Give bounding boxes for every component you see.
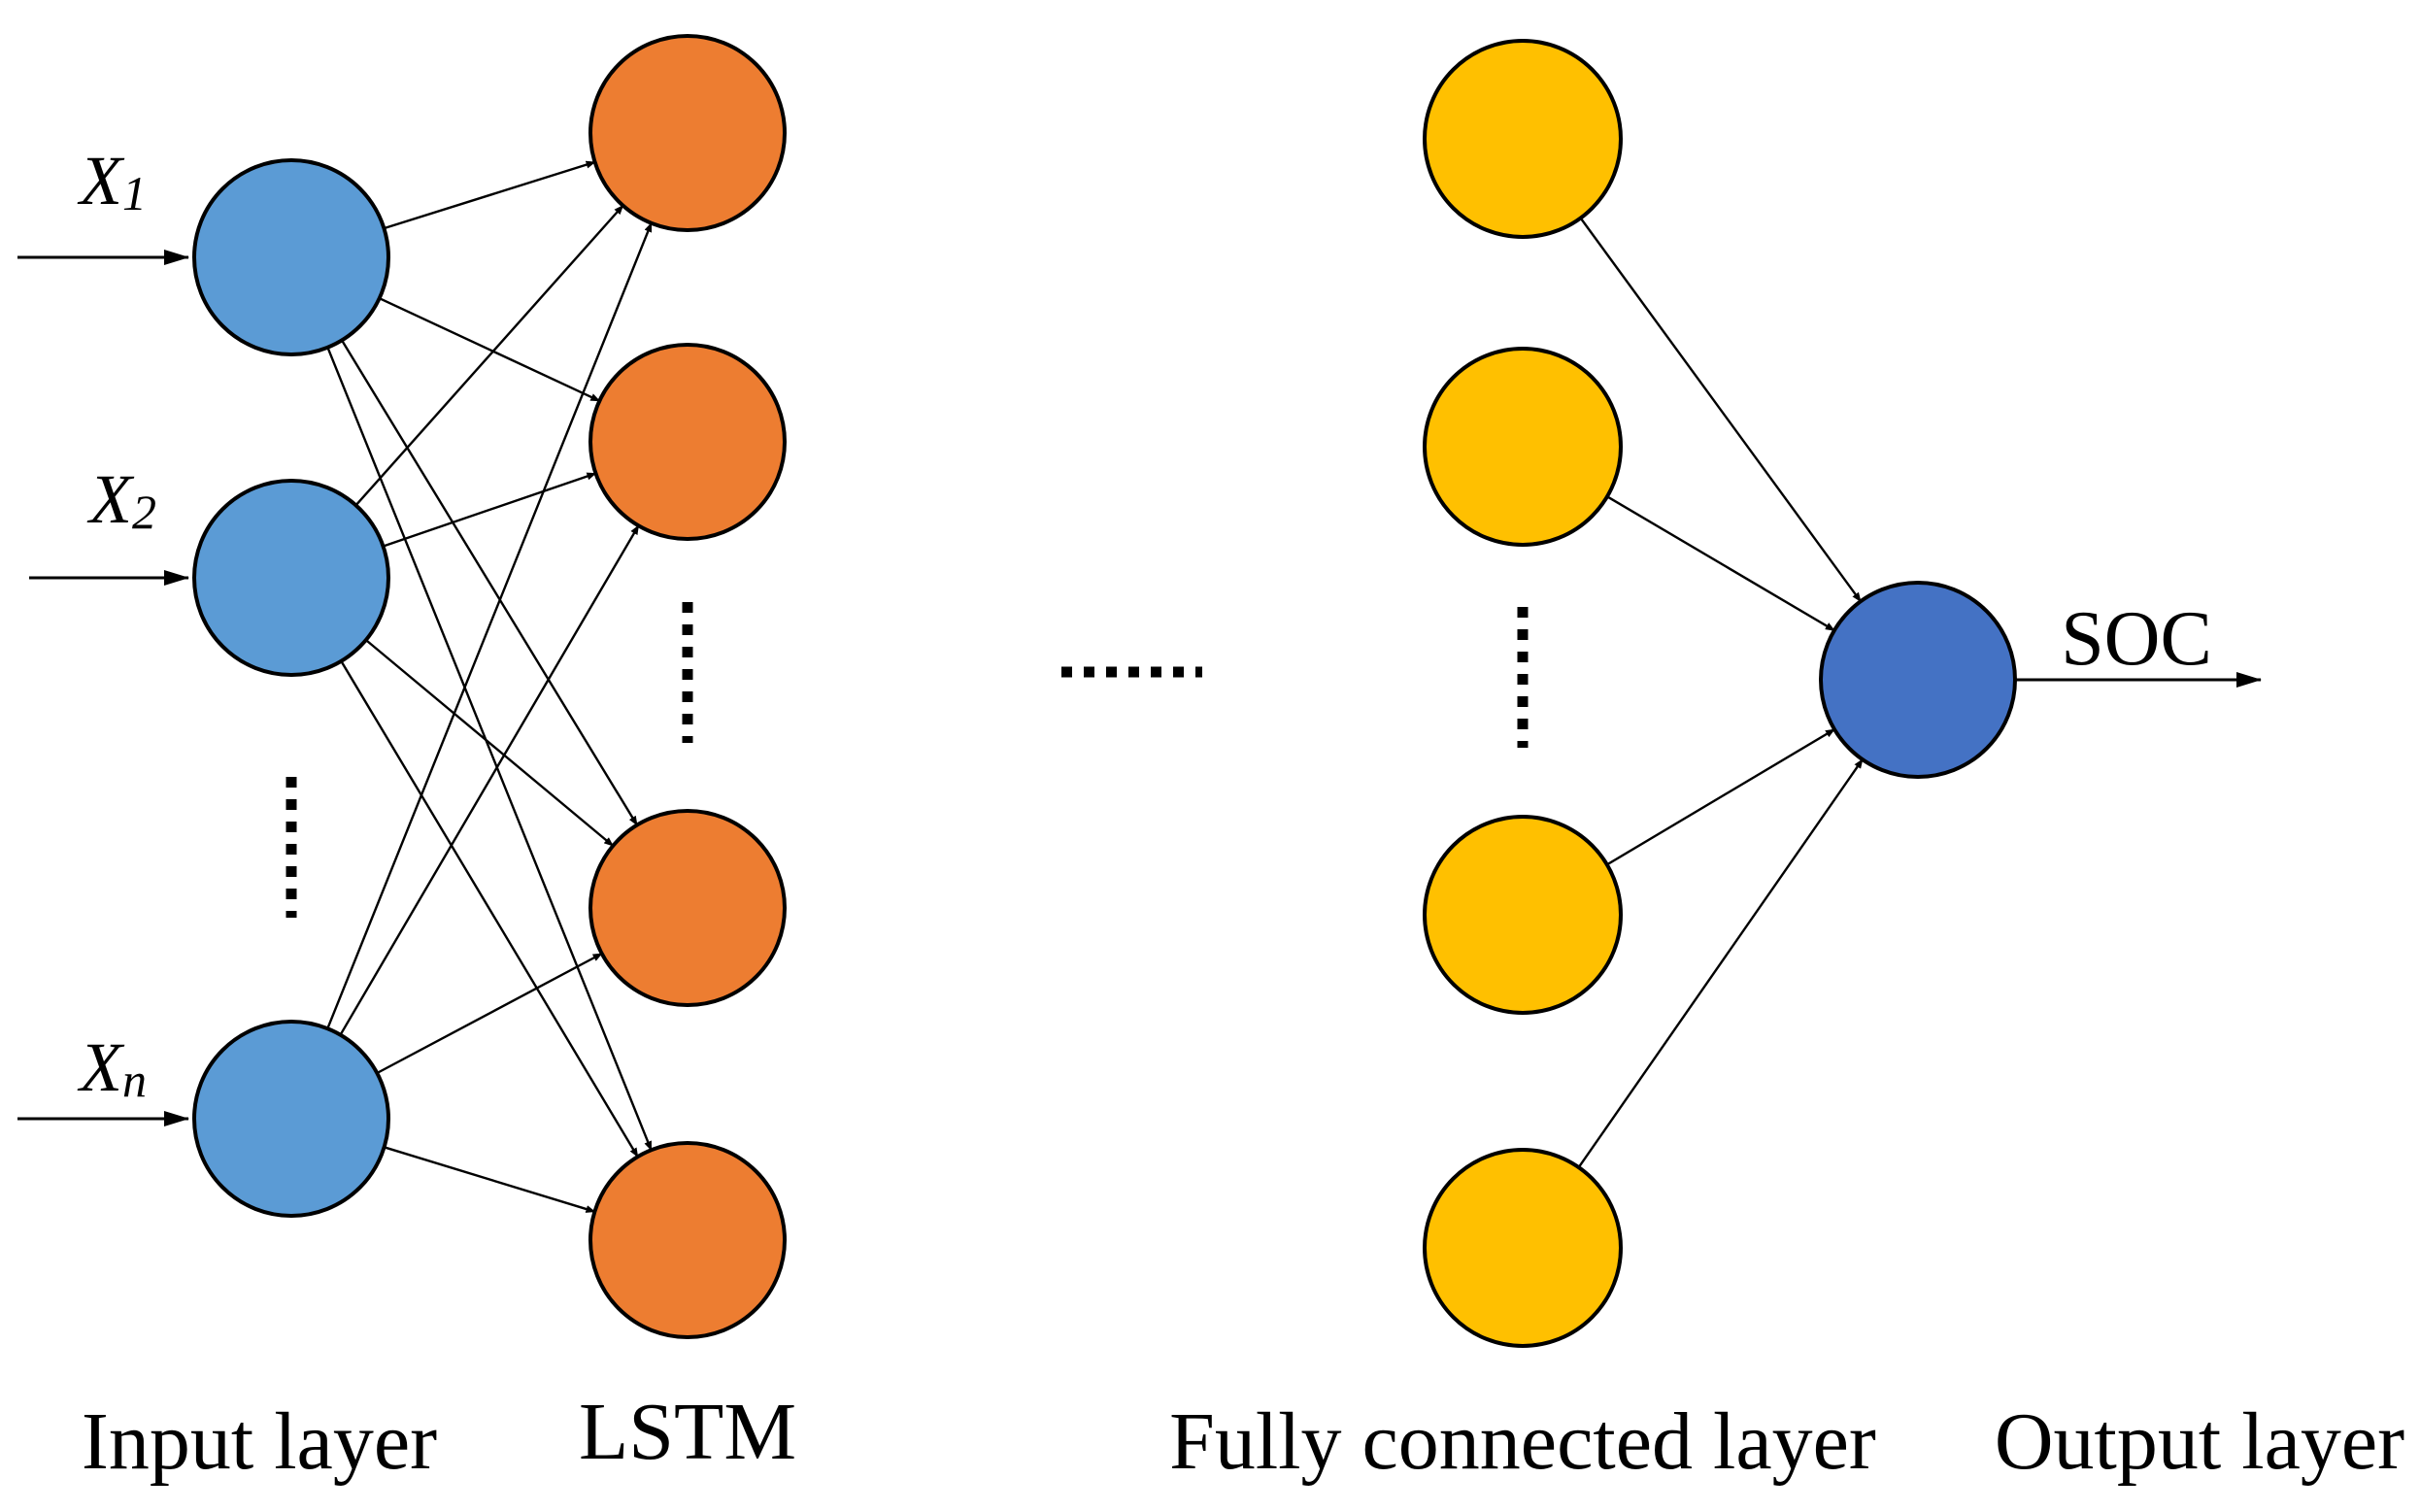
fc-layer-nodes [1423,39,1623,1348]
fc-node-3 [1423,815,1623,1015]
edge-input-lstm-2-3 [365,639,614,847]
edge-fc-output-4-1 [1577,758,1864,1168]
edge-input-lstm-3-3 [376,952,603,1075]
input-labels: X1 X2 Xn [77,142,156,1107]
input-node-1 [192,158,390,356]
layer-labels: Input layer LSTM Fully connected layer O… [82,1387,2404,1487]
input-node-n [192,1020,390,1218]
fc-to-output-connections [1577,217,1864,1168]
layer-label-input: Input layer [82,1396,437,1487]
edge-input-lstm-2-4 [340,660,639,1159]
edge-input-lstm-3-2 [339,524,640,1036]
input-to-lstm-connections [326,160,653,1213]
input-layer-nodes [192,158,390,1218]
fc-node-1 [1423,39,1623,239]
edge-input-lstm-3-1 [326,221,653,1029]
edge-input-lstm-2-1 [354,204,624,507]
edge-fc-output-2-1 [1606,495,1835,632]
edge-input-lstm-1-4 [326,347,653,1152]
edge-input-lstm-1-1 [384,160,596,230]
layer-label-fully-connected: Fully connected layer [1169,1396,1876,1487]
input-node-2 [192,479,390,677]
edge-input-lstm-1-3 [340,339,639,826]
output-node [1819,581,2017,779]
lstm-node-4 [588,1141,787,1339]
fc-node-2 [1423,347,1623,547]
input-label-1: X1 [77,142,147,220]
edge-fc-output-1-1 [1579,217,1862,603]
output-label: SOC [2061,596,2212,682]
lstm-layer-nodes [588,34,787,1339]
edge-fc-output-3-1 [1606,728,1835,866]
layer-label-output: Output layer [1995,1396,2404,1487]
input-arrows [17,250,189,1126]
input-label-n: Xn [77,1028,147,1107]
lstm-node-3 [588,809,787,1007]
ellipsis-markers [286,602,1529,918]
edge-input-lstm-2-2 [383,472,597,548]
layer-label-lstm: LSTM [579,1387,796,1477]
input-label-2: X2 [86,460,156,539]
edge-input-lstm-1-2 [379,297,601,402]
fc-node-4 [1423,1148,1623,1348]
lstm-node-2 [588,343,787,541]
lstm-node-1 [588,34,787,232]
edge-input-lstm-3-4 [384,1146,596,1213]
